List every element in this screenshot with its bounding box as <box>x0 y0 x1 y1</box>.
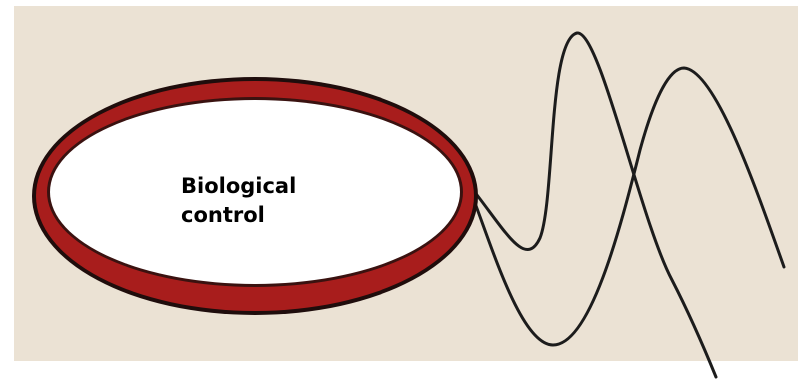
cell-label: Biological control <box>181 172 401 230</box>
cell-label-line-2: control <box>181 201 401 230</box>
cell-label-line-1: Biological <box>181 172 401 201</box>
